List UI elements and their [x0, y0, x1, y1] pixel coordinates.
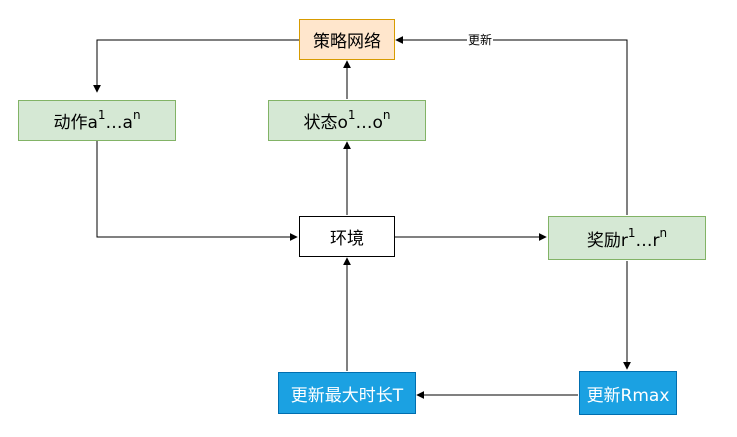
update-max-time-label: 更新最大时长T: [290, 385, 404, 406]
edge-policy-to-action: [93, 39, 299, 93]
policy-network-node: 策略网络: [299, 19, 395, 60]
update-rmax-node: 更新Rmax: [579, 371, 677, 415]
action-node: 动作a1…an: [18, 100, 176, 141]
edge-action-to-environment: [96, 141, 298, 241]
reward-node: 奖励r1…rn: [548, 216, 706, 260]
reward-label: 奖励r1…rn: [586, 225, 668, 251]
environment-node: 环境: [299, 216, 395, 257]
update-max-time-node: 更新最大时长T: [278, 372, 416, 414]
state-node: 状态o1…on: [268, 100, 426, 141]
update-rmax-label: 更新Rmax: [586, 385, 670, 406]
edge-reward-to-policy: [395, 36, 628, 215]
policy-network-label: 策略网络: [313, 32, 381, 52]
environment-label: 环境: [330, 229, 364, 249]
state-label: 状态o1…on: [303, 108, 391, 133]
edge-label-update: 更新: [467, 33, 494, 47]
action-label: 动作a1…an: [53, 108, 141, 133]
